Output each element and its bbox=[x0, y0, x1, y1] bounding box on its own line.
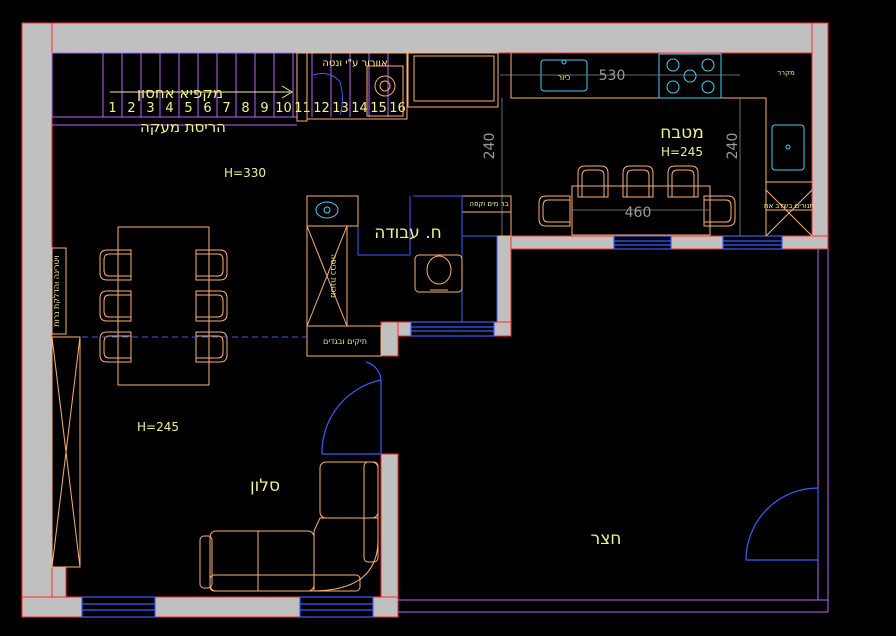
window-work-room bbox=[410, 321, 495, 337]
fridge-sink bbox=[771, 124, 805, 171]
kitchen-room-label: מטבח bbox=[660, 123, 704, 143]
island-chairs bbox=[538, 165, 736, 227]
living-height-label: H=245 bbox=[137, 420, 179, 434]
stair-number: 2 bbox=[127, 101, 135, 116]
walls bbox=[21, 22, 829, 618]
vent-label: אוורור ע"י ונטה bbox=[322, 58, 387, 69]
wall-bottom-a bbox=[21, 596, 83, 618]
stair-number: 1 bbox=[108, 101, 116, 116]
chair bbox=[667, 165, 699, 198]
kitchen-height-label: H=245 bbox=[661, 145, 703, 159]
wall-work-bottom-b bbox=[493, 321, 512, 337]
island-width-dim: 460 bbox=[625, 205, 652, 221]
coffee-bar-label: בר מים וקפה bbox=[469, 200, 508, 208]
corner-shelf bbox=[765, 189, 813, 237]
fridge-label: מקרר bbox=[777, 69, 795, 77]
desk-chair bbox=[414, 254, 463, 293]
kitchen-counter bbox=[510, 53, 812, 236]
chair bbox=[703, 195, 736, 227]
stair-number: 7 bbox=[222, 101, 230, 116]
chair bbox=[195, 331, 228, 363]
cleaning-label: תיקים ובגדים bbox=[323, 337, 367, 346]
chair bbox=[99, 249, 132, 281]
wall-kitchen-bottom-c bbox=[781, 235, 829, 250]
stair-number: 16 bbox=[389, 101, 406, 116]
yard-outline bbox=[398, 249, 829, 613]
chair bbox=[538, 195, 571, 227]
kitchen-depth-left-dim: 240 bbox=[482, 133, 498, 160]
chair bbox=[195, 290, 228, 322]
sink-label: כיור bbox=[558, 73, 571, 82]
vent-unit bbox=[306, 52, 408, 120]
work-room-label: ח. עבודה bbox=[374, 223, 441, 243]
stair-number: 5 bbox=[184, 101, 192, 116]
kitchen-depth-right-dim: 240 bbox=[725, 133, 741, 160]
stair-number: 3 bbox=[146, 101, 154, 116]
kitchen-dimensions bbox=[500, 74, 741, 236]
hall-height-label: H=330 bbox=[224, 166, 266, 180]
wall-bottom-b bbox=[154, 596, 301, 618]
wall-left bbox=[21, 22, 53, 618]
wall-yard-divider bbox=[380, 453, 399, 618]
stair-number: 13 bbox=[332, 101, 349, 116]
yard-label: חצר bbox=[591, 529, 622, 549]
work-room-walls bbox=[357, 195, 498, 322]
laundry-label: מכונת כביסה bbox=[329, 254, 338, 298]
window-bottom-left bbox=[81, 596, 156, 618]
railing-label: הריסת מעקה bbox=[140, 118, 226, 136]
storage-cabinet-label: מקפיא אחסון bbox=[137, 84, 223, 102]
wall-stub bbox=[380, 321, 399, 357]
wall-cabinet-left bbox=[51, 247, 81, 568]
wall-right-upper bbox=[811, 22, 829, 250]
wall-kitchen-bottom-b bbox=[670, 235, 724, 250]
laundry-column bbox=[306, 195, 382, 357]
chair bbox=[622, 165, 654, 198]
dining-chairs bbox=[99, 249, 228, 363]
stair-number: 10 bbox=[275, 101, 292, 116]
dining-table bbox=[117, 226, 210, 386]
chair bbox=[195, 249, 228, 281]
window-bottom-middle bbox=[299, 596, 374, 618]
chair bbox=[99, 290, 132, 322]
kitchen-width-dim: 530 bbox=[599, 68, 626, 84]
wall-top bbox=[21, 22, 829, 54]
stair-number: 12 bbox=[313, 101, 330, 116]
corner-sofa bbox=[199, 461, 379, 592]
window-kitchen-b bbox=[722, 235, 783, 250]
stair-treads bbox=[102, 53, 389, 117]
stair-number: 6 bbox=[203, 101, 211, 116]
kitchen-island bbox=[571, 185, 711, 236]
chair bbox=[99, 331, 132, 363]
stair-number: 15 bbox=[370, 101, 387, 116]
yard-door[interactable] bbox=[745, 487, 819, 561]
stair-number: 11 bbox=[294, 101, 311, 116]
wall-step-vertical bbox=[496, 235, 512, 337]
chair bbox=[577, 165, 609, 198]
window-kitchen-a bbox=[613, 235, 672, 250]
sink bbox=[540, 59, 588, 92]
windows bbox=[81, 235, 783, 618]
door-living[interactable] bbox=[321, 361, 382, 455]
cooktop bbox=[658, 53, 722, 99]
wall-left-notch bbox=[51, 566, 67, 598]
corner-shelf-text: תנורים בשלב אח bbox=[764, 202, 814, 210]
living-room-label: סלון bbox=[250, 476, 280, 496]
top-window-cabinet bbox=[407, 52, 499, 108]
corner-shelf-label: תנורים בשלב אח bbox=[764, 202, 814, 210]
wall-kitchen-bottom-a bbox=[510, 235, 615, 250]
stair-number: 4 bbox=[165, 101, 173, 116]
stair-number: 8 bbox=[241, 101, 249, 116]
stair-number: 14 bbox=[351, 101, 368, 116]
wall-bottom-c bbox=[372, 596, 399, 618]
stair-number: 9 bbox=[260, 101, 268, 116]
wall-cabinet-label: ויטרינה והדלקת נרות bbox=[52, 255, 61, 326]
